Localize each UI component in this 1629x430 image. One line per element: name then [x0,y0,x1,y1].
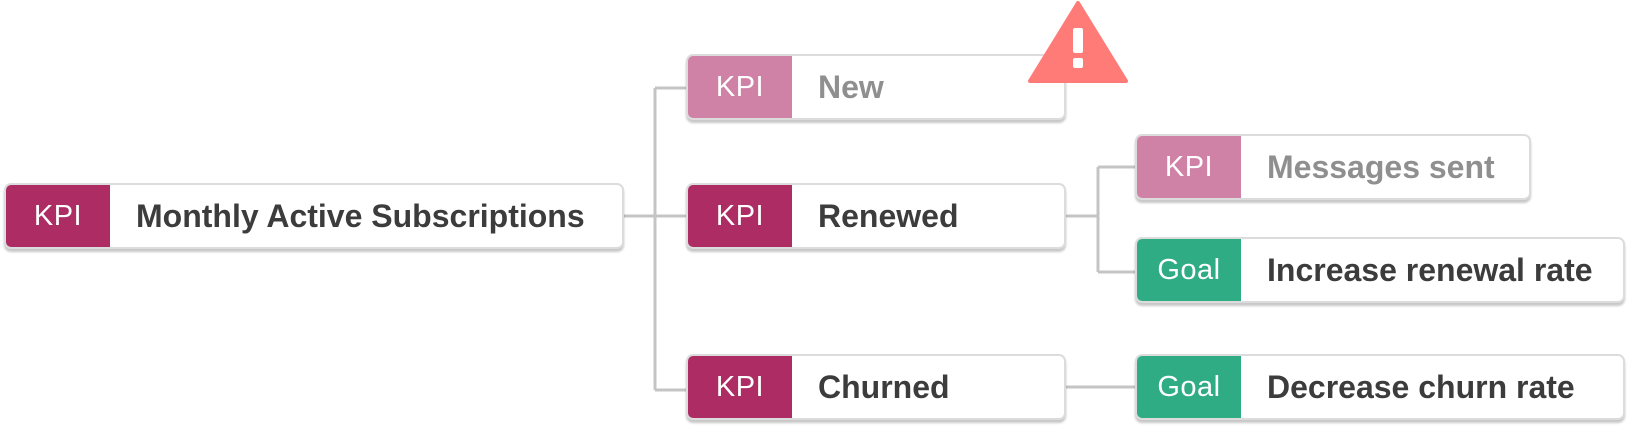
kpi-node-churned[interactable]: KPI Churned [686,354,1066,420]
goal-node-decrease-churn-rate[interactable]: Goal Decrease churn rate [1135,354,1625,420]
kpi-tag: KPI [1137,136,1241,198]
goal-tag: Goal [1137,239,1241,301]
kpi-node-new[interactable]: KPI New [686,54,1066,120]
warning-triangle-icon[interactable] [1027,0,1129,84]
node-label: Renewed [818,197,959,234]
kpi-node-renewed[interactable]: KPI Renewed [686,183,1066,249]
node-label: Churned [818,368,950,405]
node-label: Messages sent [1267,148,1495,185]
node-label: Decrease churn rate [1267,368,1575,405]
kpi-node-messages-sent[interactable]: KPI Messages sent [1135,134,1531,200]
goal-node-increase-renewal-rate[interactable]: Goal Increase renewal rate [1135,237,1625,303]
kpi-tag: KPI [688,185,792,247]
node-label: New [818,68,884,105]
node-label: Monthly Active Subscriptions [136,197,585,234]
kpi-tag: KPI [6,185,110,247]
kpi-node-monthly-active-subscriptions[interactable]: KPI Monthly Active Subscriptions [4,183,624,249]
node-label: Increase renewal rate [1267,251,1593,288]
goal-tag: Goal [1137,356,1241,418]
kpi-tag: KPI [688,356,792,418]
kpi-tag: KPI [688,56,792,118]
